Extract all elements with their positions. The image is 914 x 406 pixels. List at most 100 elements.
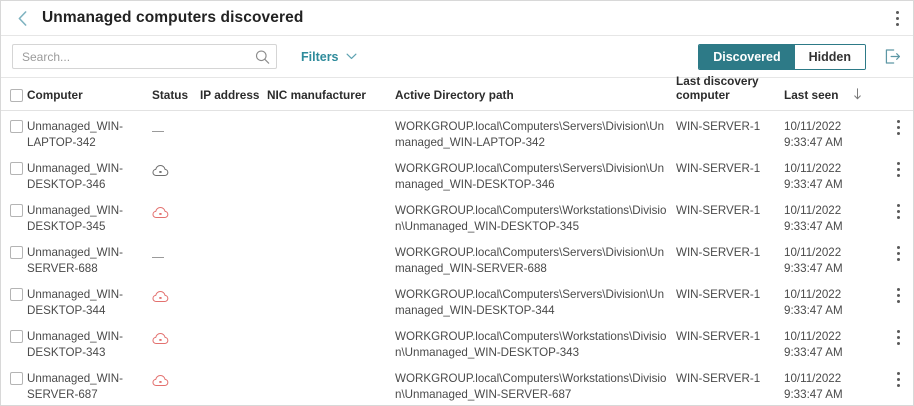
table-row[interactable]: Unmanaged_WIN-LAPTOP-342 WORKGROUP.local\…: [1, 111, 913, 153]
cell-last-discovery-computer: WIN-SERVER-1: [676, 372, 761, 385]
cloud-icon: [152, 332, 169, 345]
row-checkbox[interactable]: [10, 120, 23, 133]
last-seen-date: 10/11/2022: [784, 204, 842, 217]
kebab-dot: [896, 378, 900, 381]
row-kebab-menu-icon[interactable]: [889, 371, 907, 392]
cell-computer: Unmanaged_WIN-SERVER-687: [27, 372, 124, 402]
page-title: Unmanaged computers discovered: [42, 9, 304, 26]
kebab-dot: [896, 300, 900, 303]
column-header-nic-manufacturer[interactable]: NIC manufacturer: [267, 88, 366, 103]
column-header-status[interactable]: Status: [152, 88, 189, 103]
cell-last-discovery-computer: WIN-SERVER-1: [676, 288, 761, 301]
last-seen-date: 10/11/2022: [784, 246, 842, 259]
cell-last-discovery-computer: WIN-SERVER-1: [676, 162, 761, 175]
arrow-down-icon[interactable]: [853, 88, 862, 100]
row-checkbox[interactable]: [10, 288, 23, 301]
row-kebab-menu-icon[interactable]: [889, 119, 907, 140]
kebab-dot: [896, 330, 900, 333]
kebab-dot: [896, 342, 900, 345]
search-input[interactable]: [12, 44, 277, 69]
select-all-checkbox[interactable]: [10, 89, 23, 102]
cloud-icon: [152, 290, 169, 303]
select-all-cell: [1, 88, 27, 110]
search-box: [12, 44, 277, 69]
column-header-last-discovery-computer[interactable]: Last discovery computer: [676, 74, 759, 103]
table-toolbar: Filters Discovered Hidden: [1, 36, 913, 78]
kebab-dot: [896, 252, 900, 255]
kebab-dot: [896, 294, 900, 297]
computers-table: Computer Status IP address NIC manufactu…: [1, 74, 913, 405]
table-row[interactable]: Unmanaged_WIN-DESKTOP-343 WORKGROUP.local…: [1, 321, 913, 363]
filters-button[interactable]: Filters: [301, 50, 357, 64]
kebab-dot: [896, 384, 900, 387]
cell-active-directory-path: WORKGROUP.local\Computers\Workstations\D…: [395, 330, 667, 360]
cell-active-directory-path: WORKGROUP.local\Computers\Servers\Divisi…: [395, 120, 665, 150]
kebab-dot: [895, 10, 899, 14]
cell-actions: [889, 203, 913, 224]
tab-hidden[interactable]: Hidden: [794, 44, 865, 69]
cell-active-directory-path: WORKGROUP.local\Computers\Servers\Divisi…: [395, 162, 665, 192]
last-seen-time: 9:33:47 AM: [784, 220, 843, 234]
cell-computer: Unmanaged_WIN-DESKTOP-344: [27, 288, 124, 318]
cell-status: [152, 287, 200, 304]
cell-active-directory-path: WORKGROUP.local\Computers\Workstations\D…: [395, 372, 667, 402]
table-row[interactable]: Unmanaged_WIN-SERVER-687 WORKGROUP.local\…: [1, 363, 913, 405]
table-row[interactable]: Unmanaged_WIN-DESKTOP-346 WORKGROUP.local…: [1, 153, 913, 195]
column-header-last-seen[interactable]: Last seen: [784, 88, 889, 110]
cell-last-discovery-computer: WIN-SERVER-1: [676, 120, 761, 133]
cell-computer: Unmanaged_WIN-DESKTOP-343: [27, 330, 124, 360]
tab-discovered[interactable]: Discovered: [699, 44, 795, 69]
kebab-dot: [896, 126, 900, 129]
cell-computer: Unmanaged_WIN-LAPTOP-342: [27, 120, 124, 150]
cell-active-directory-path: WORKGROUP.local\Computers\Servers\Divisi…: [395, 246, 665, 276]
table-row[interactable]: Unmanaged_WIN-DESKTOP-344 WORKGROUP.local…: [1, 279, 913, 321]
cell-computer: Unmanaged_WIN-DESKTOP-346: [27, 162, 124, 192]
cell-status: [152, 161, 200, 178]
row-select-cell: [1, 329, 27, 343]
row-select-cell: [1, 161, 27, 175]
back-chevron-icon[interactable]: [11, 7, 33, 29]
cell-active-directory-path: WORKGROUP.local\Computers\Servers\Divisi…: [395, 288, 665, 318]
cell-actions: [889, 329, 913, 350]
row-kebab-menu-icon[interactable]: [889, 329, 907, 350]
column-header-ip-address[interactable]: IP address: [200, 88, 260, 103]
row-checkbox[interactable]: [10, 330, 23, 343]
column-header-computer[interactable]: Computer: [27, 88, 83, 103]
column-header-active-directory-path[interactable]: Active Directory path: [395, 88, 514, 103]
header-kebab-menu-icon[interactable]: [887, 5, 907, 31]
last-seen-time: 9:33:47 AM: [784, 346, 843, 360]
export-icon[interactable]: [880, 45, 904, 69]
cell-last-seen: 10/11/2022 9:33:47 AM: [784, 203, 889, 236]
page-header: Unmanaged computers discovered: [1, 1, 913, 36]
cell-actions: [889, 245, 913, 266]
cell-status: [152, 119, 200, 136]
row-kebab-menu-icon[interactable]: [889, 245, 907, 266]
row-select-cell: [1, 245, 27, 259]
cell-status: [152, 203, 200, 220]
last-seen-date: 10/11/2022: [784, 120, 842, 133]
cell-actions: [889, 119, 913, 140]
cell-status: [152, 245, 200, 262]
kebab-dot: [896, 258, 900, 261]
row-kebab-menu-icon[interactable]: [889, 203, 907, 224]
last-seen-time: 9:33:47 AM: [784, 262, 843, 276]
row-checkbox[interactable]: [10, 162, 23, 175]
kebab-dot: [896, 120, 900, 123]
kebab-dot: [895, 16, 899, 20]
dash-icon: [152, 130, 164, 133]
row-kebab-menu-icon[interactable]: [889, 161, 907, 182]
row-checkbox[interactable]: [10, 372, 23, 385]
row-kebab-menu-icon[interactable]: [889, 287, 907, 308]
filters-label: Filters: [301, 49, 339, 64]
last-seen-time: 9:33:47 AM: [784, 304, 843, 318]
row-select-cell: [1, 371, 27, 385]
last-seen-date: 10/11/2022: [784, 330, 842, 343]
row-checkbox[interactable]: [10, 246, 23, 259]
row-checkbox[interactable]: [10, 204, 23, 217]
